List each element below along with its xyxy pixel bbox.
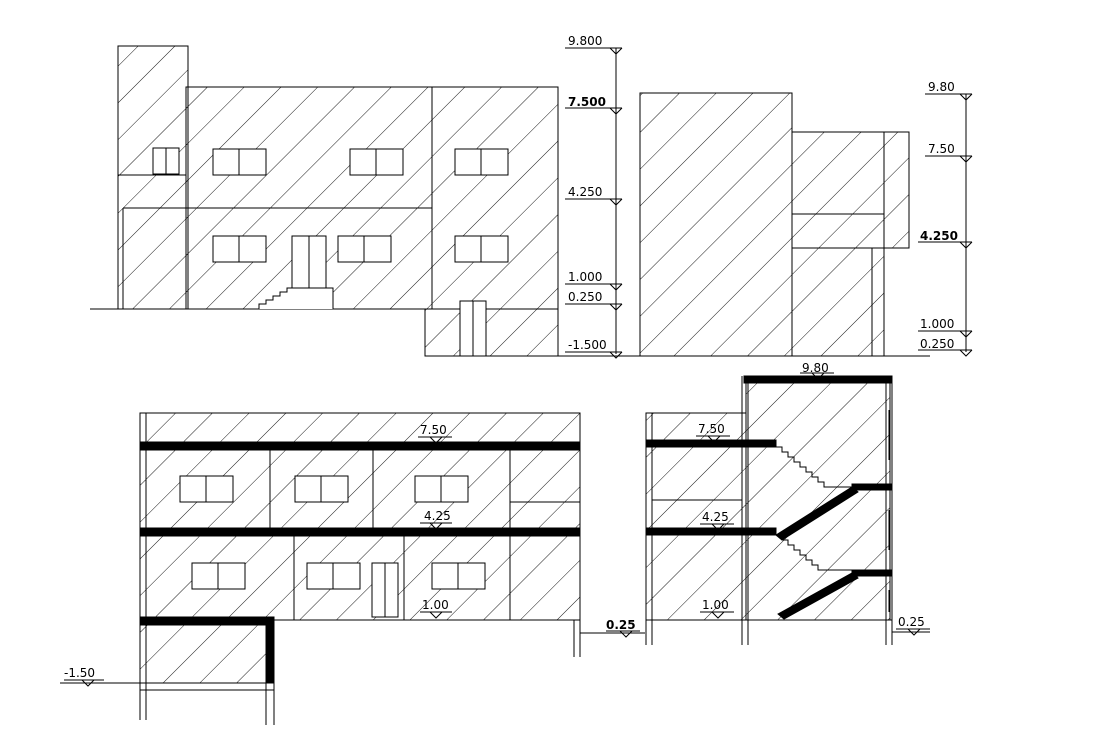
front-elevation — [90, 45, 640, 357]
level-label: 1.000 — [920, 317, 954, 331]
level-label: 0.25 — [898, 615, 925, 629]
side-lower-block — [791, 247, 885, 357]
level-label: 9.80 — [928, 80, 955, 94]
lower-block — [424, 308, 559, 357]
stair-flight — [776, 534, 852, 571]
level-label: -1.50 — [64, 666, 95, 680]
level-label: 4.250 — [920, 229, 958, 243]
main-block — [185, 86, 559, 310]
front-level-markers — [565, 47, 623, 359]
level-label: 0.250 — [568, 290, 602, 304]
level-label: 4.25 — [702, 510, 729, 524]
stair-flight — [776, 446, 852, 488]
stair-tower — [117, 45, 189, 310]
level-label: 9.80 — [802, 361, 829, 375]
stair-flight — [775, 486, 859, 541]
level-label: 9.800 — [568, 34, 602, 48]
level-label: 7.50 — [698, 422, 725, 436]
level-label: -1.500 — [568, 338, 607, 352]
long-section — [60, 412, 645, 725]
floor-slab — [645, 439, 777, 448]
level-label: 7.50 — [928, 142, 955, 156]
stair-flight — [777, 572, 859, 620]
floor-slab — [139, 616, 275, 626]
level-label: 1.00 — [702, 598, 729, 612]
level-label: 0.250 — [920, 337, 954, 351]
side-elevation — [639, 92, 930, 357]
cross-section — [645, 372, 930, 645]
side-upper-block — [791, 131, 910, 249]
level-label: 1.000 — [568, 270, 602, 284]
level-label: 7.500 — [568, 95, 606, 109]
side-level-markers — [918, 93, 973, 357]
floor-slab — [139, 441, 581, 451]
level-label: 1.00 — [422, 598, 449, 612]
level-label: 4.250 — [568, 185, 602, 199]
wall-section — [265, 616, 275, 684]
level-label: 0.25 — [606, 618, 636, 632]
floor-slab — [139, 527, 581, 537]
level-label: 4.25 — [424, 509, 451, 523]
side-tall-block — [639, 92, 793, 357]
level-label: 7.50 — [420, 423, 447, 437]
basement-body — [139, 619, 275, 684]
stair-core — [745, 377, 891, 621]
floor-slab — [645, 527, 777, 536]
